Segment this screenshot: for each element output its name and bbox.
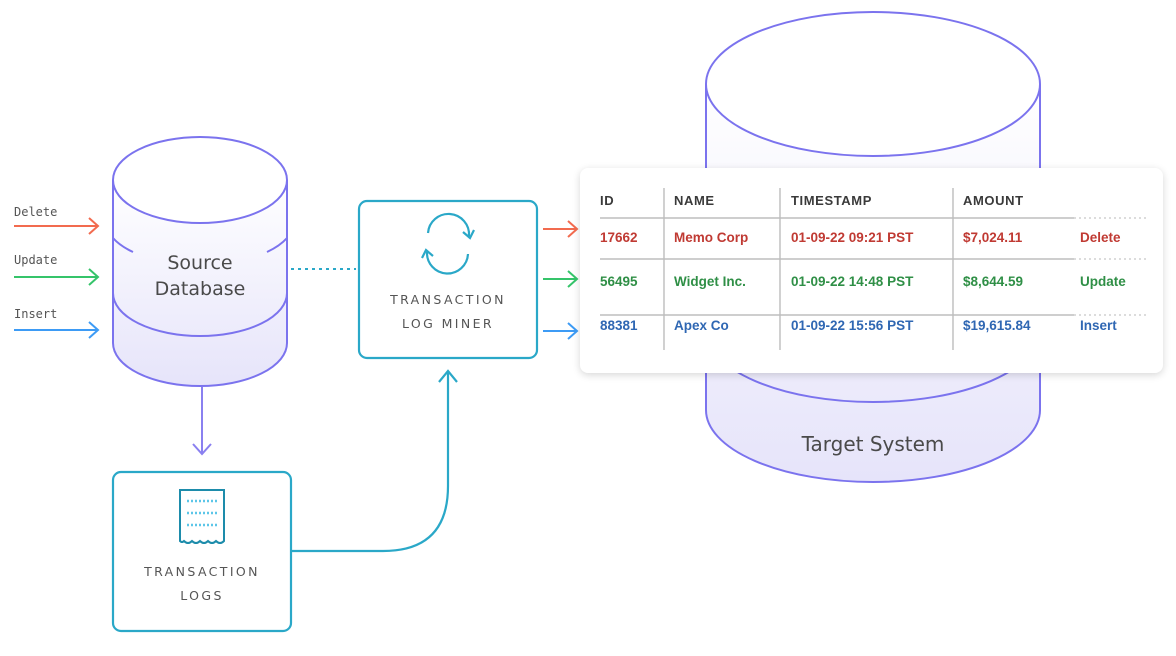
log-miner-box — [357, 199, 539, 360]
source-database-label: Source Database — [113, 250, 287, 302]
cell-name: Memo Corp — [674, 230, 749, 245]
header-timestamp: TIMESTAMP — [791, 193, 872, 208]
output-arrow-delete — [543, 220, 579, 238]
cell-timestamp: 01-09-22 14:48 PST — [791, 274, 914, 289]
source-database-cylinder — [112, 136, 288, 387]
cell-amount: $7,024.11 — [963, 230, 1023, 245]
output-arrow-update — [543, 270, 579, 288]
target-system-label: Target System — [801, 432, 945, 456]
logs-to-miner-arrow — [291, 369, 458, 553]
transaction-logs-line1: TRANSACTION — [144, 564, 260, 579]
output-arrow-insert — [543, 322, 579, 340]
transaction-logs-line2: LOGS — [180, 588, 224, 603]
header-id: ID — [600, 193, 615, 208]
header-amount: AMOUNT — [963, 193, 1024, 208]
table-grid — [600, 188, 1149, 350]
source-database-line1: Source — [167, 252, 233, 274]
log-miner-line2: LOG MINER — [401, 316, 495, 331]
header-name: NAME — [674, 193, 715, 208]
cell-amount: $8,644.59 — [963, 274, 1024, 289]
input-arrow-insert — [14, 321, 100, 339]
cell-id: 17662 — [600, 230, 638, 245]
change-records-table: ID NAME TIMESTAMP AMOUNT 17662 Memo Corp 0… — [580, 168, 1163, 373]
cell-id: 88381 — [600, 318, 638, 333]
cell-operation: Update — [1080, 274, 1126, 289]
source-database-line2: Database — [154, 278, 246, 300]
cell-timestamp: 01-09-22 15:56 PST — [791, 318, 914, 333]
db-to-logs-arrow — [192, 387, 212, 456]
sync-icon — [421, 212, 475, 275]
log-miner-line1: TRANSACTION — [390, 292, 506, 307]
log-miner-label: TRANSACTION LOG MINER — [359, 288, 537, 336]
cell-timestamp: 01-09-22 09:21 PST — [791, 230, 914, 245]
input-arrow-update — [14, 268, 100, 286]
op-label-delete: Delete — [14, 205, 58, 219]
cell-amount: $19,615.84 — [963, 318, 1031, 333]
input-arrow-delete — [14, 217, 100, 235]
cell-name: Apex Co — [674, 318, 729, 333]
cell-operation: Delete — [1080, 230, 1121, 245]
log-document-icon — [179, 489, 225, 544]
cell-operation: Insert — [1080, 318, 1117, 333]
op-label-insert: Insert — [14, 307, 58, 321]
cell-id: 56495 — [600, 274, 638, 289]
op-label-update: Update — [14, 253, 58, 267]
transaction-logs-label: TRANSACTION LOGS — [113, 560, 291, 608]
cell-name: Widget Inc. — [674, 274, 746, 289]
